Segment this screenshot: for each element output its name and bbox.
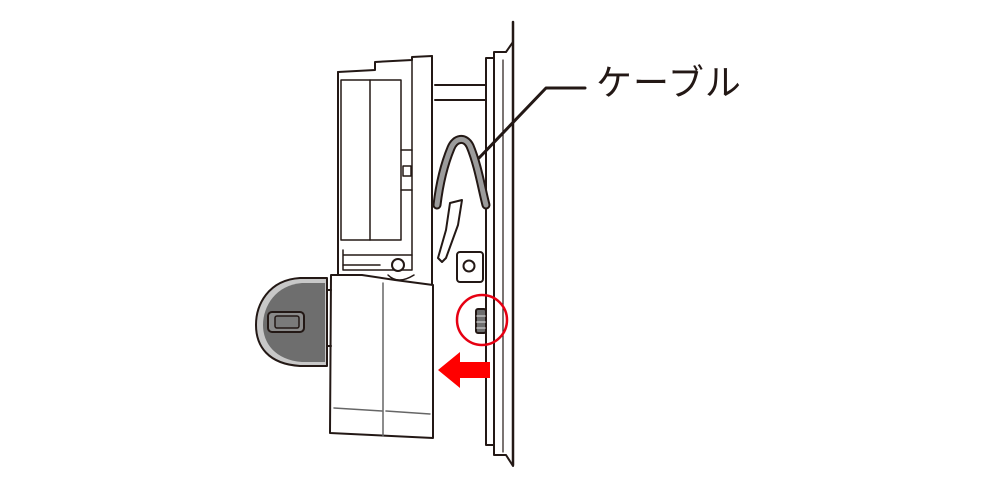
highlight-circle bbox=[455, 293, 509, 347]
cable-label: ケーブル bbox=[596, 63, 742, 104]
mount-bracket bbox=[434, 84, 487, 283]
thumb-turn-knob bbox=[255, 277, 332, 367]
cable bbox=[432, 135, 491, 210]
connector-tab bbox=[437, 199, 463, 263]
cable-leader-line bbox=[477, 86, 587, 160]
arrow-left-icon bbox=[438, 352, 490, 388]
door-frame bbox=[485, 20, 515, 467]
lock-cover bbox=[329, 274, 434, 439]
latch bbox=[475, 308, 487, 334]
